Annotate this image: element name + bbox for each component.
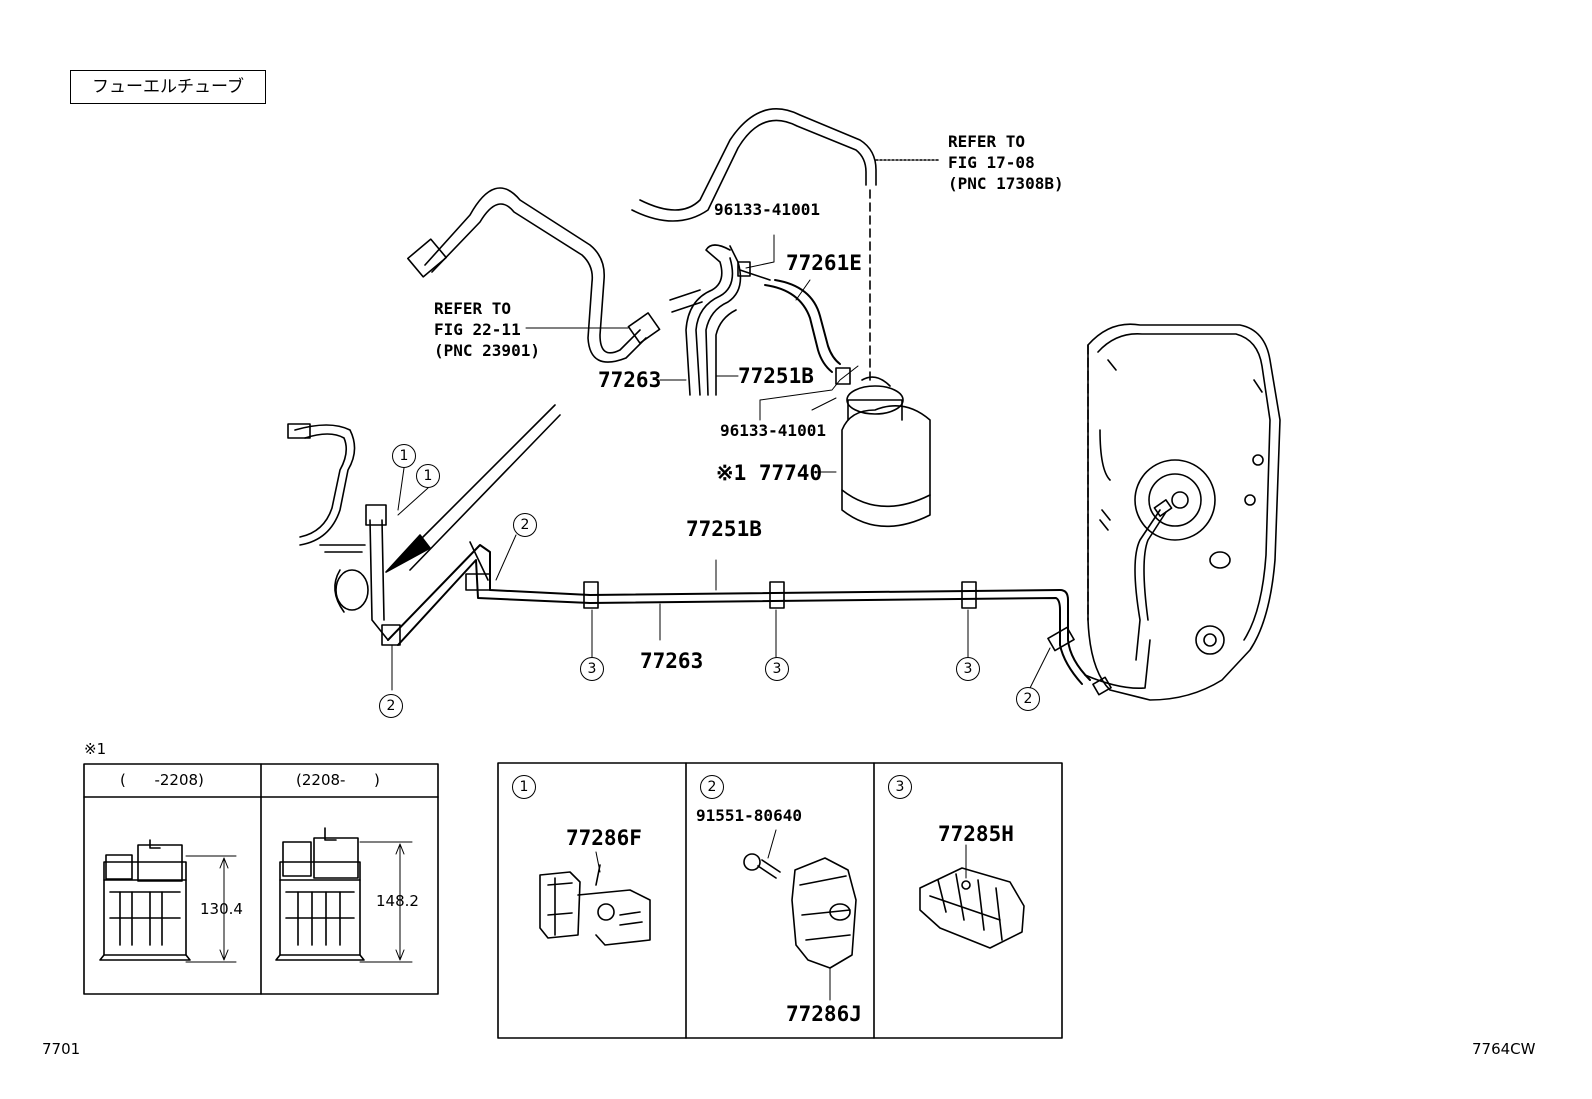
label-77263-upper: 77263 <box>598 368 662 392</box>
label-77251b-main: 77251B <box>686 517 762 541</box>
variant-header-1: ( -2208) <box>120 771 204 789</box>
label-77251b-upper: 77251B <box>738 364 814 388</box>
callout-3b: 3 <box>765 657 789 681</box>
panel-callout-3: 3 <box>888 775 912 799</box>
label-clip-bottom: 96133-41001 <box>720 421 826 440</box>
section-title: フューエルチューブ <box>70 70 266 104</box>
panel-callout-2: 2 <box>700 775 724 799</box>
label-clip-top: 96133-41001 <box>714 200 820 219</box>
label-bolt: 91551-80640 <box>696 806 802 825</box>
refer-left: REFER TO FIG 22-11 (PNC 23901) <box>434 299 540 360</box>
callout-1a: 1 <box>392 444 416 468</box>
label-77285h: 77285H <box>938 822 1014 846</box>
label-77263-main: 77263 <box>640 649 704 673</box>
label-77286f: 77286F <box>566 826 642 850</box>
footer-right-code: 7764CW <box>1472 1040 1536 1058</box>
label-77261e: 77261E <box>786 251 862 275</box>
dimension-1: 130.4 <box>200 900 243 918</box>
label-canister: ※1 77740 <box>716 461 823 485</box>
callout-3a: 3 <box>580 657 604 681</box>
refer-top: REFER TO FIG 17-08 (PNC 17308B) <box>948 132 1064 193</box>
callout-1b: 1 <box>416 464 440 488</box>
footer-left-code: 7701 <box>42 1040 81 1058</box>
label-77286j: 77286J <box>786 1002 862 1026</box>
callout-3c: 3 <box>956 657 980 681</box>
dimension-2: 148.2 <box>376 892 419 910</box>
variant-mark: ※1 <box>84 740 107 758</box>
callout-2a: 2 <box>513 513 537 537</box>
variant-header-2: (2208- ) <box>296 771 380 789</box>
panel-callout-1: 1 <box>512 775 536 799</box>
callout-2b: 2 <box>379 694 403 718</box>
callout-2c: 2 <box>1016 687 1040 711</box>
